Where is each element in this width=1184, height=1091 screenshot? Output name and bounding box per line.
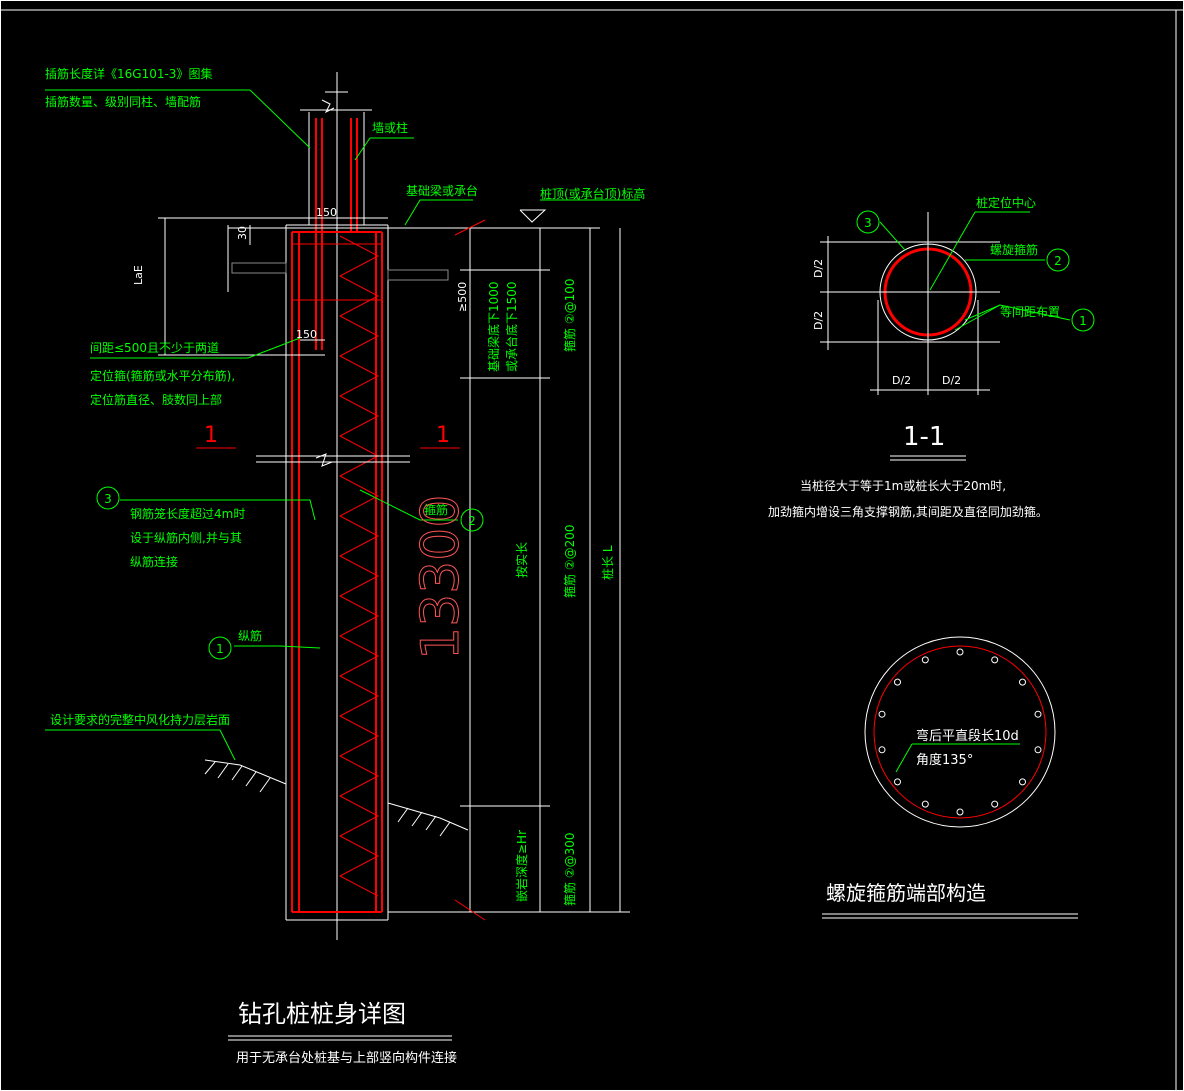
d2-right: D/2 [942,374,961,387]
pile-top-level-label: 桩顶(或承台顶)标高 [540,186,645,201]
main-notes: 插筋长度详《16G101-3》图集 插筋数量、级别同柱、墙配筋 墙或柱 基础梁或… [45,66,645,727]
main-dimension-texts: LaE 30 150 150 ≥500 [132,206,469,341]
callout-number-2: 2 [468,514,476,528]
longitudinal-bar [1034,710,1042,718]
callout-circle-2 [460,508,484,532]
equal-spacing-label: 等间距布置 [1000,305,1060,319]
cage-note-3: 纵筋连接 [130,554,178,569]
pile-length-label: 桩长 L [600,545,615,580]
longitudinal-bar [921,800,929,808]
longitudinal-bar [878,746,886,754]
zone-bottom-spec: 箍筋 ②@300 [562,833,577,906]
d2-lower: D/2 [812,311,825,330]
spacing-note-3: 定位筋直径、肢数同上部 [90,392,222,407]
section-callouts [856,210,1095,332]
callout-number-3: 3 [104,492,112,506]
rock-surface [204,759,469,837]
main-view: 插筋长度详《16G101-3》图集 插筋数量、级别同柱、墙配筋 墙或柱 基础梁或… [45,66,645,1066]
longitudinal-bar [1019,778,1026,786]
callout-number-1: 1 [216,642,224,656]
zone-top-text-1: 基础梁底下1000 [486,281,501,372]
callout-circle-1 [208,636,232,660]
d2-upper: D/2 [812,259,825,278]
section-mark-right: 1 [436,423,450,448]
end-view: 弯后平直段长10d 角度135° 螺旋箍筋端部构造 [822,636,1078,919]
zone-texts: 基础梁底下1000 或承台底下1500 箍筋 ②@100 按实长 箍筋 ②@20… [486,279,615,906]
section-mark-texts: 1 1 [204,423,450,448]
section-callout-1: 1 [1079,314,1087,328]
main-callout-numbers: 3 2 1 [104,492,476,656]
pile-outline [227,224,450,921]
longitudinal-bar [991,800,999,808]
spiral-stirrup [338,235,380,897]
main-subtitle: 用于无承台处桩基与上部竖向构件连接 [236,1050,457,1066]
zone-bottom-label: 嵌岩深度≥Hr [514,830,529,902]
d150-top-dimension: 150 [316,206,337,219]
column-above [300,72,372,940]
big-dimension-value: 13300 [411,495,471,660]
zone-mid-label: 按实长 [514,542,529,578]
section-leaders [879,211,1071,331]
d500-dimension: ≥500 [456,282,469,312]
leader-lines [45,89,640,761]
main-title: 钻孔桩桩身详图 [238,1000,406,1028]
wall-or-column-label: 墙或柱 [372,120,408,135]
section-callout-2: 2 [1054,254,1062,268]
end-spiral-ring [873,645,1047,819]
dowel-note-2: 插筋数量、级别同柱、墙配筋 [45,94,201,109]
longitudinal-bar [1034,746,1042,754]
section-texts: 3 2 1 桩定位中心 螺旋箍筋 等间距布置 [864,195,1087,328]
spiral-stirrup-label: 螺旋箍筋 [990,242,1038,257]
longitudinal-bar [956,808,964,816]
spacing-note-2: 定位箍(箍筋或水平分布筋), [90,368,235,383]
section-dims [820,212,1000,395]
section-title: 1-1 [903,422,945,452]
section-callout-3: 3 [864,216,872,230]
end-note-1: 弯后平直段长10d [916,728,1019,744]
dimension-chain [158,209,630,921]
positioning-hoops [292,243,382,301]
longitudinal-bar [956,648,964,656]
longitudinal-label: 纵筋 [238,628,262,643]
section-note-1: 当桩径大于等于1m或桩长大于20m时, [800,478,1006,493]
main-callouts [96,486,484,660]
spacing-note-1: 间距≤500且不少于两道 [90,341,219,355]
pile-center-label: 桩定位中心 [976,195,1036,210]
reinforcement-cage [291,231,383,913]
longitudinal-bar [878,710,886,718]
longitudinal-bar [894,678,901,686]
d30-dimension: 30 [236,226,249,240]
d150-mid-dimension: 150 [296,328,317,341]
cage-note-2: 设于纵筋内侧,并与其 [130,530,242,545]
zone-top-text-2: 或承台底下1500 [504,281,519,372]
dowel-note-1: 插筋长度详《16G101-3》图集 [45,66,212,81]
longitudinal-bar [894,778,901,786]
section-mark-left: 1 [204,423,218,448]
end-note-2: 角度135° [916,752,973,768]
zone-mid-spec: 箍筋 ②@200 [562,525,577,598]
section-note-2: 加劲箍内增设三角支撑钢筋,其间距及直径同加劲箍。 [768,504,1048,519]
pile-break-line [256,453,410,467]
lae-dimension: LaE [132,265,145,285]
zone-top-spec: 箍筋 ②@100 [562,279,577,352]
end-pile-outline [864,636,1056,828]
foundation-beam-label: 基础梁或承台 [406,183,478,198]
longitudinal-bar [1019,678,1026,686]
end-leader [895,743,1020,773]
section-d2-texts: D/2 D/2 D/2 D/2 [812,259,961,387]
section-view: 3 2 1 桩定位中心 螺旋箍筋 等间距布置 D/2 D/2 D/2 D/2 1… [768,195,1095,519]
dowel-bars [315,118,358,350]
stirrup-label: 箍筋 [424,502,448,517]
cage-note-1: 钢筋笼长度超过4m时 [130,506,245,521]
end-bars [878,648,1042,816]
rock-note: 设计要求的完整中风化持力层岩面 [50,712,230,727]
callout-circle-3 [96,486,120,510]
end-title: 螺旋箍筋端部构造 [826,881,986,905]
longitudinal-bar [991,656,999,664]
d2-left: D/2 [892,374,911,387]
column-break-mark [321,91,348,114]
longitudinal-bar [921,656,929,664]
